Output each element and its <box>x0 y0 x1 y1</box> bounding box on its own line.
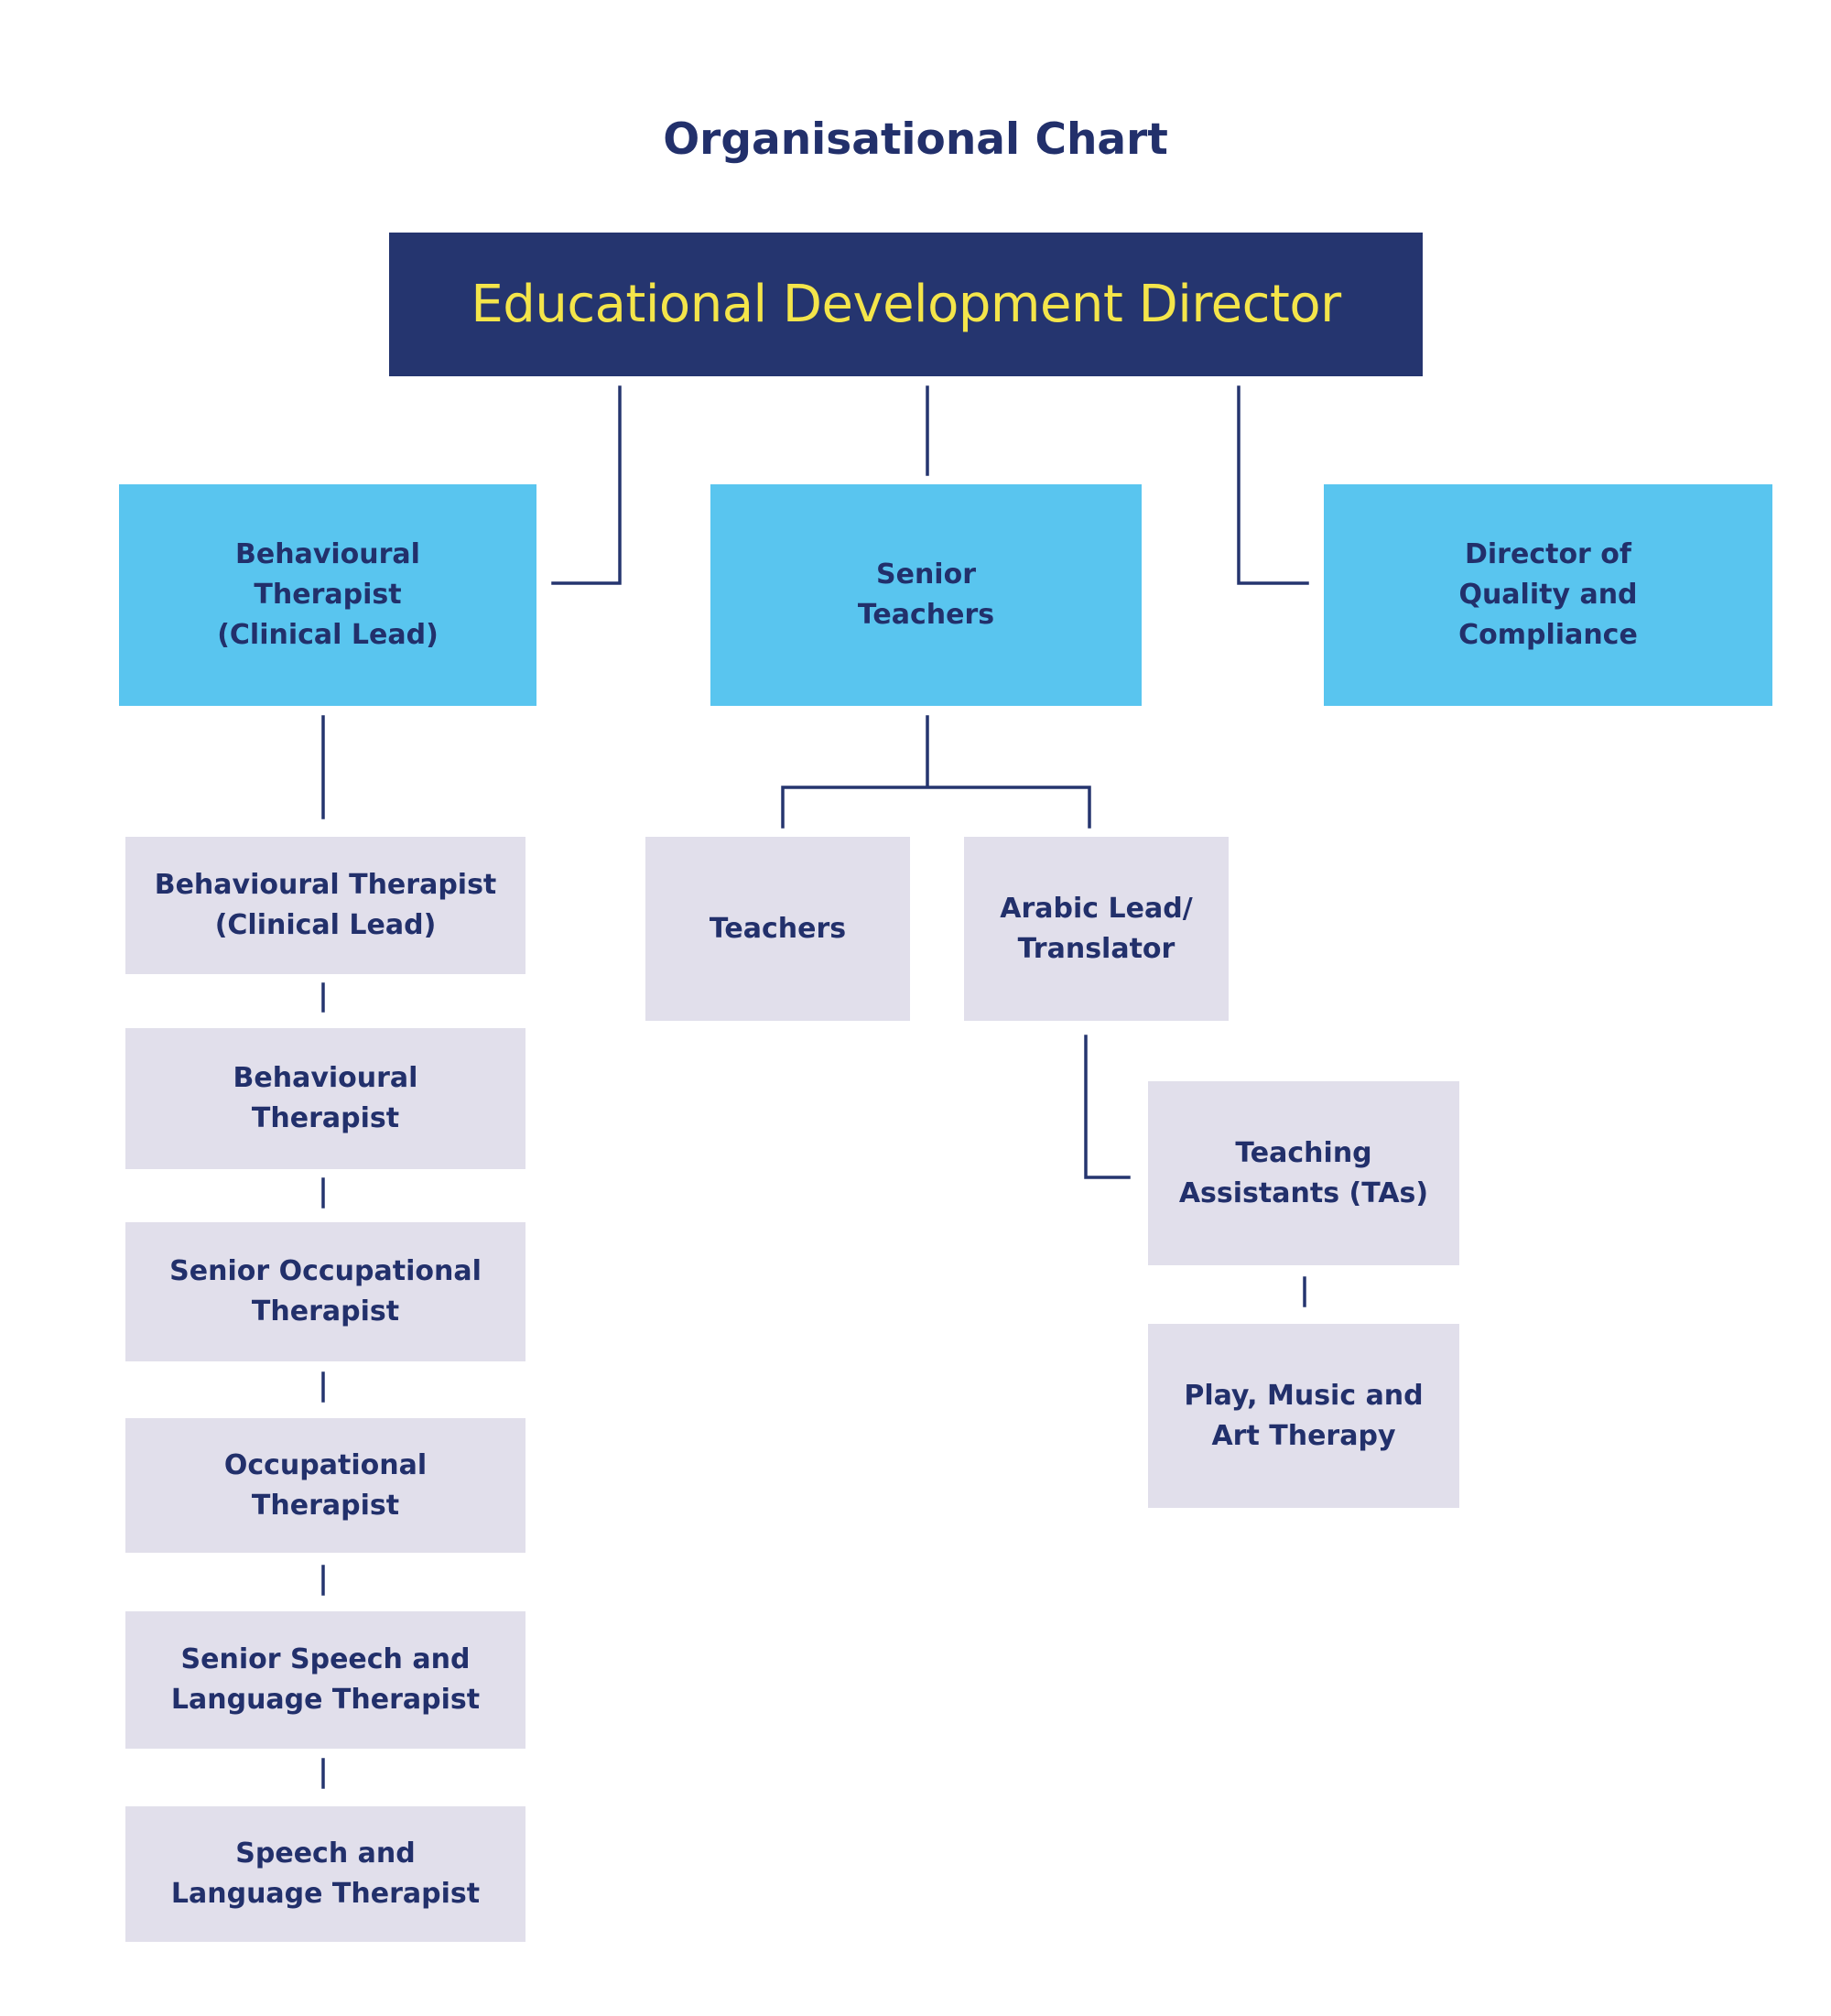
node-behavioural-therapist: Behavioural Therapist <box>125 1028 525 1169</box>
page-title: Organisational Chart <box>663 114 1168 165</box>
node-behavioural-therapist-clinical-lead: Behavioural Therapist (Clinical Lead) <box>119 484 536 706</box>
node-senior-speech-and-language-therapist: Senior Speech and Language Therapist <box>125 1611 525 1749</box>
node-arabic-lead-translator: Arabic Lead/ Translator <box>964 837 1229 1021</box>
node-senior-teachers: Senior Teachers <box>710 484 1142 706</box>
node-behavioural-therapist-clinical-lead-sub: Behavioural Therapist (Clinical Lead) <box>125 837 525 974</box>
connector-senior-teachers-fork <box>781 715 1091 829</box>
connector-arabic-to-tas <box>1084 1035 1131 1179</box>
node-label: Director of Quality and Compliance <box>1458 538 1638 651</box>
node-occupational-therapist: Occupational Therapist <box>125 1418 525 1553</box>
node-label: Behavioural Therapist (Clinical Lead) <box>217 538 439 651</box>
node-label: Senior Speech and Language Therapist <box>170 1643 481 1716</box>
node-teachers: Teachers <box>645 837 910 1021</box>
node-senior-occupational-therapist: Senior Occupational Therapist <box>125 1222 525 1361</box>
node-label: Teachers <box>709 912 847 945</box>
node-label: Senior Occupational Therapist <box>169 1255 482 1328</box>
node-label: Educational Development Director <box>471 275 1341 334</box>
node-label: Teaching Assistants (TAs) <box>1178 1136 1429 1209</box>
connector-director-to-quality <box>1237 385 1309 585</box>
node-label: Behavioural Therapist (Clinical Lead) <box>154 869 497 941</box>
node-director-of-quality-and-compliance: Director of Quality and Compliance <box>1324 484 1772 706</box>
node-label: Occupational Therapist <box>223 1448 428 1522</box>
connector-director-to-clinical <box>551 385 622 585</box>
node-label: Arabic Lead/ Translator <box>1000 892 1193 965</box>
node-teaching-assistants: Teaching Assistants (TAs) <box>1148 1081 1459 1265</box>
node-label: Play, Music and Art Therapy <box>1184 1379 1424 1452</box>
node-play-music-and-art-therapy: Play, Music and Art Therapy <box>1148 1324 1459 1508</box>
node-label: Speech and Language Therapist <box>170 1837 481 1910</box>
node-label: Behavioural Therapist <box>233 1062 418 1134</box>
node-educational-development-director: Educational Development Director <box>389 233 1423 376</box>
node-speech-and-language-therapist: Speech and Language Therapist <box>125 1806 525 1942</box>
node-label: Senior Teachers <box>857 558 995 631</box>
